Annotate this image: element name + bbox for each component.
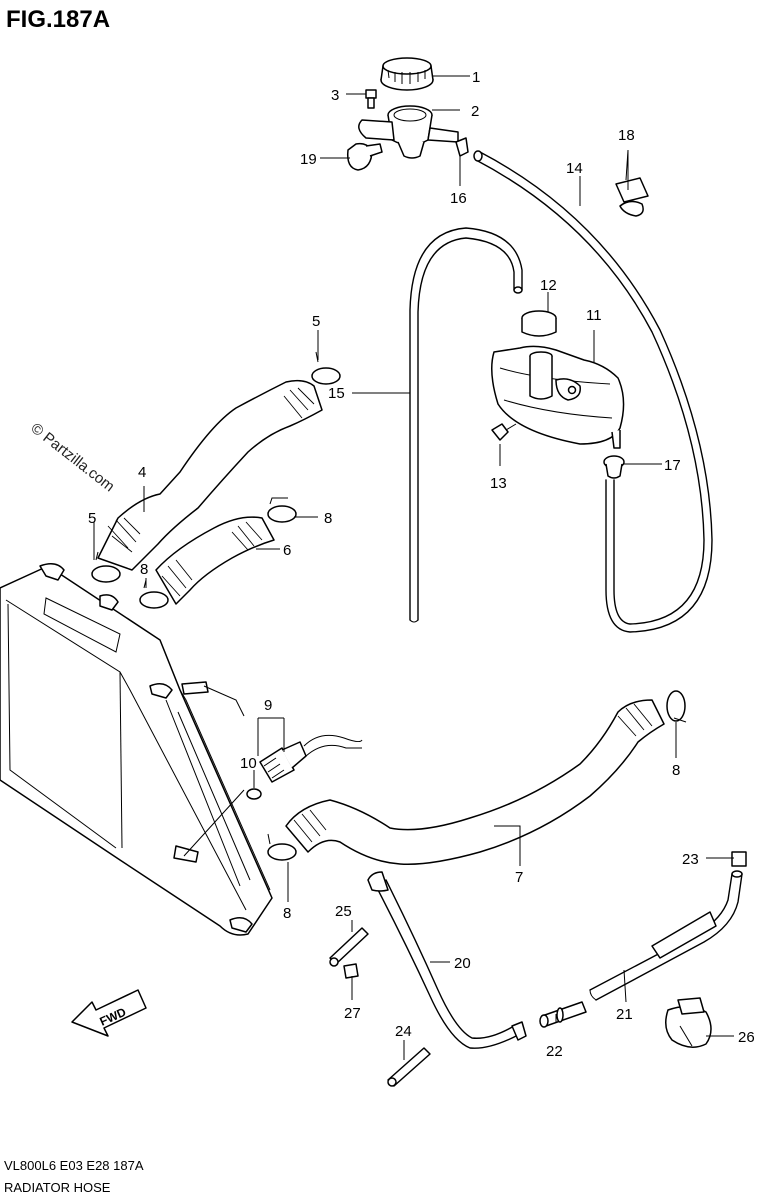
callout-14: 14	[566, 160, 583, 177]
callout-16: 16	[450, 190, 467, 207]
callout-7: 7	[515, 869, 523, 886]
callout-8-bottom: 8	[283, 905, 291, 922]
overflow-hose-14	[473, 150, 713, 633]
callout-8-left: 8	[140, 561, 148, 578]
callout-15: 15	[328, 385, 345, 402]
callout-12: 12	[540, 277, 557, 294]
footer-code: VL800L6 E03 E28 187A	[4, 1158, 144, 1173]
footer-name: RADIATOR HOSE	[4, 1180, 111, 1195]
clamp-5-lower	[91, 551, 121, 583]
callout-23: 23	[682, 851, 699, 868]
radiator-cap-assembly	[346, 57, 469, 171]
callout-18: 18	[618, 127, 635, 144]
callout-21: 21	[616, 1006, 633, 1023]
clip-18	[615, 149, 649, 217]
callout-10: 10	[240, 755, 257, 772]
clamp-8-mid	[139, 579, 169, 609]
clamp-17	[603, 455, 625, 479]
thermo-switch-9	[246, 734, 363, 800]
callout-24: 24	[395, 1023, 412, 1040]
clip-25	[329, 927, 369, 979]
callout-4: 4	[138, 464, 146, 481]
upper-hose-4	[97, 379, 323, 571]
callout-numbers: 1 2 3 19 16 18 14 12 11 15 13 17 5 4 8 6…	[88, 69, 755, 1060]
breather-hose-15	[409, 227, 523, 623]
leader-lines	[93, 75, 734, 1060]
watermark: © Partzilla.com	[28, 420, 118, 496]
forward-arrow-icon: FWD	[71, 989, 147, 1037]
callout-11: 11	[586, 307, 602, 324]
hose-20	[367, 871, 527, 1049]
callout-6: 6	[283, 542, 291, 559]
callout-8-top: 8	[324, 510, 332, 527]
hose-6	[155, 516, 275, 605]
callout-9: 9	[264, 697, 272, 714]
clamp-26	[665, 997, 712, 1048]
callout-26: 26	[738, 1029, 755, 1046]
callout-5-left: 5	[88, 510, 96, 527]
callout-1: 1	[472, 69, 480, 86]
radiator-core	[0, 563, 273, 936]
hose-21	[589, 870, 743, 1001]
callout-27: 27	[344, 1005, 361, 1022]
callout-20: 20	[454, 955, 471, 972]
callout-2: 2	[471, 103, 479, 120]
coolant-reservoir-11	[491, 310, 625, 449]
clamp-5-upper	[311, 351, 341, 385]
callout-8-right: 8	[672, 762, 680, 779]
callout-3: 3	[331, 87, 339, 104]
clamp-8-upper	[267, 497, 297, 523]
callout-13: 13	[490, 475, 507, 492]
clip-24	[387, 1047, 431, 1087]
clamp-8-lower	[267, 833, 297, 861]
figure-title: FIG.187A	[6, 6, 110, 33]
clamp-23	[728, 851, 747, 867]
clamp-8-right	[666, 690, 687, 723]
callout-19: 19	[300, 151, 317, 168]
lower-hose-7	[285, 699, 665, 865]
callout-17: 17	[664, 457, 681, 474]
callout-5-top: 5	[312, 313, 320, 330]
connector-22	[539, 1001, 587, 1028]
callout-22: 22	[546, 1043, 563, 1060]
callout-25: 25	[335, 903, 352, 920]
